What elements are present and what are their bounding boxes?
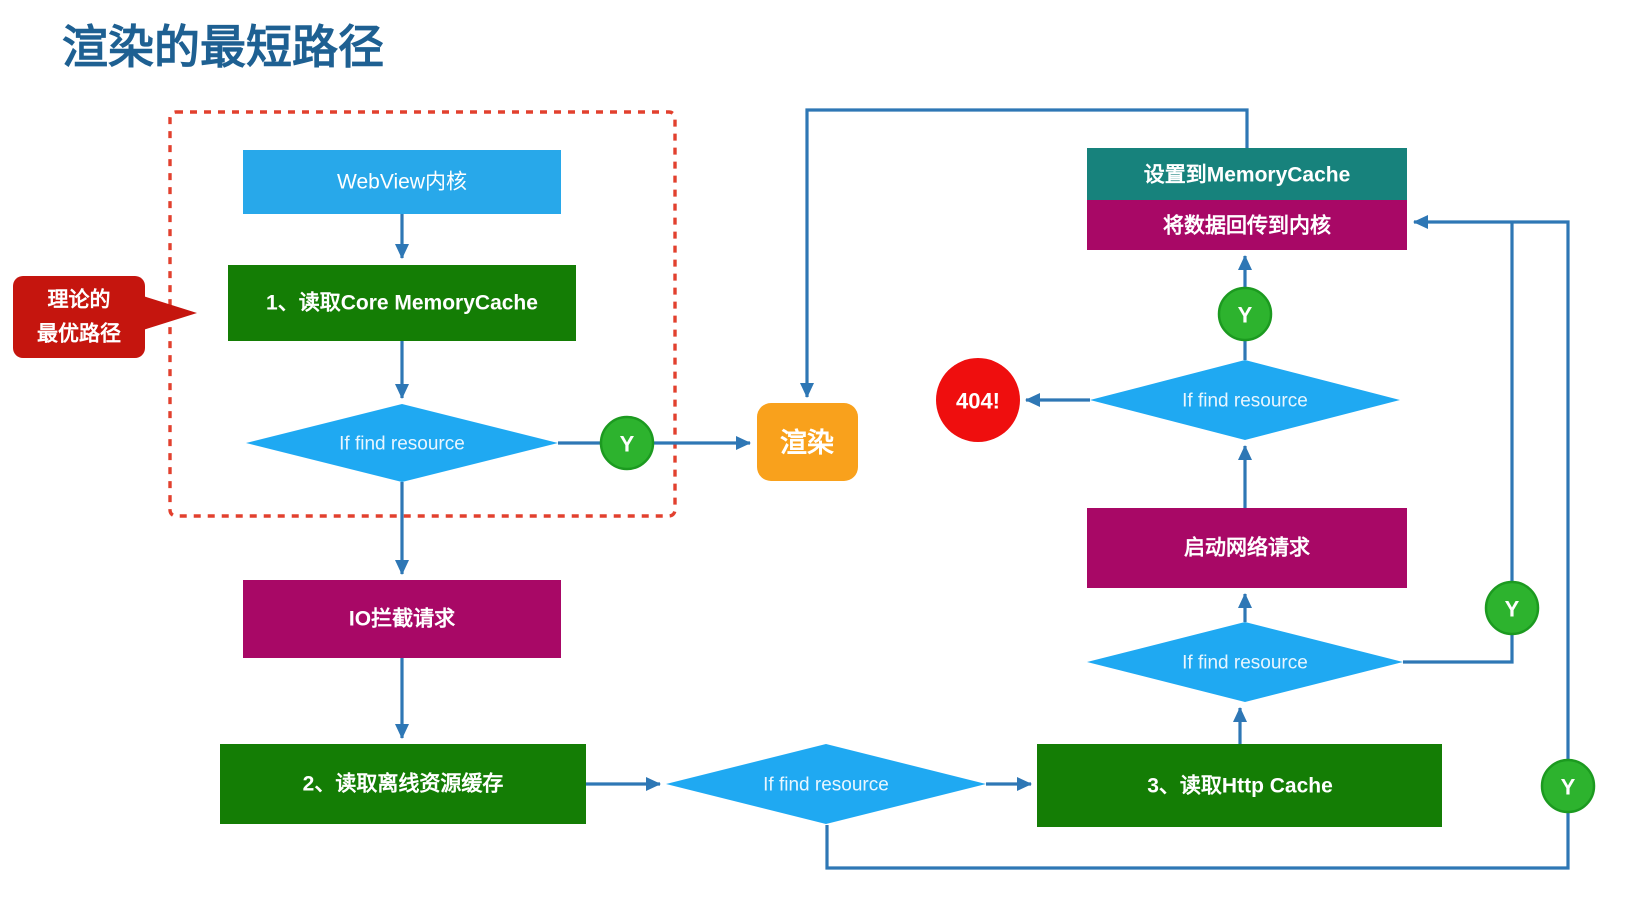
- decision-network-label: If find resource: [1182, 391, 1308, 412]
- decision-core-label: If find resource: [339, 434, 465, 455]
- yes-badge-core-label: Y: [620, 432, 635, 457]
- decision-offline-diamond: [666, 744, 986, 824]
- callout-line-1: 理论的: [48, 288, 111, 312]
- render-label: 渲染: [780, 428, 834, 458]
- decision-core-diamond: [246, 404, 558, 482]
- not-found-404-label: 404!: [956, 389, 1000, 414]
- read-http-cache-node: [1037, 744, 1442, 827]
- read-http-cache-label: 3、读取Http Cache: [1147, 775, 1333, 798]
- start-network-request-node: [1087, 508, 1407, 588]
- render-node: [757, 403, 858, 481]
- yes-badge-core: [599, 415, 655, 471]
- decision-http-diamond: [1087, 622, 1403, 702]
- read-core-memorycache-label: 1、读取Core MemoryCache: [266, 292, 538, 315]
- yes-badge-http: [1484, 580, 1540, 636]
- callout-bubble: [13, 276, 145, 358]
- start-network-request-label: 启动网络请求: [1184, 536, 1310, 560]
- yes-badge-http-label: Y: [1505, 597, 1520, 622]
- line-offline-decision-yes-feedback: [825, 215, 1570, 870]
- arrow-memorycache-loop-to-render: [800, 108, 1249, 398]
- decision-offline-label: If find resource: [763, 775, 889, 796]
- optimal-path-callout: 理论的 最优路径: [13, 276, 197, 358]
- callout-pointer: [143, 296, 197, 330]
- page-title: 渲染的最短路径: [62, 21, 384, 73]
- yes-badge-network-label: Y: [1238, 303, 1253, 328]
- pass-data-back-node: [1087, 200, 1407, 250]
- webview-kernel-label: WebView内核: [337, 171, 467, 194]
- read-offline-cache-label: 2、读取离线资源缓存: [303, 772, 504, 796]
- webview-kernel-node: [243, 150, 561, 214]
- read-offline-cache-node: [220, 744, 586, 824]
- not-found-404-badge: [936, 358, 1020, 442]
- pass-data-back-label: 将数据回传到内核: [1163, 214, 1331, 238]
- decision-network-diamond: [1090, 360, 1400, 440]
- yes-badge-offline-label: Y: [1561, 775, 1576, 800]
- line-http-decision-yes-feedback: [1403, 222, 1514, 664]
- set-to-memorycache-label: 设置到MemoryCache: [1144, 164, 1351, 187]
- decision-http-label: If find resource: [1182, 653, 1308, 674]
- yes-badge-offline: [1540, 758, 1596, 814]
- callout-line-2: 最优路径: [37, 322, 121, 346]
- io-intercept-label: IO拦截请求: [349, 607, 455, 631]
- yes-badge-network: [1217, 286, 1273, 342]
- io-intercept-node: [243, 580, 561, 658]
- set-to-memorycache-node: [1087, 148, 1407, 200]
- read-core-memorycache-node: [228, 265, 576, 341]
